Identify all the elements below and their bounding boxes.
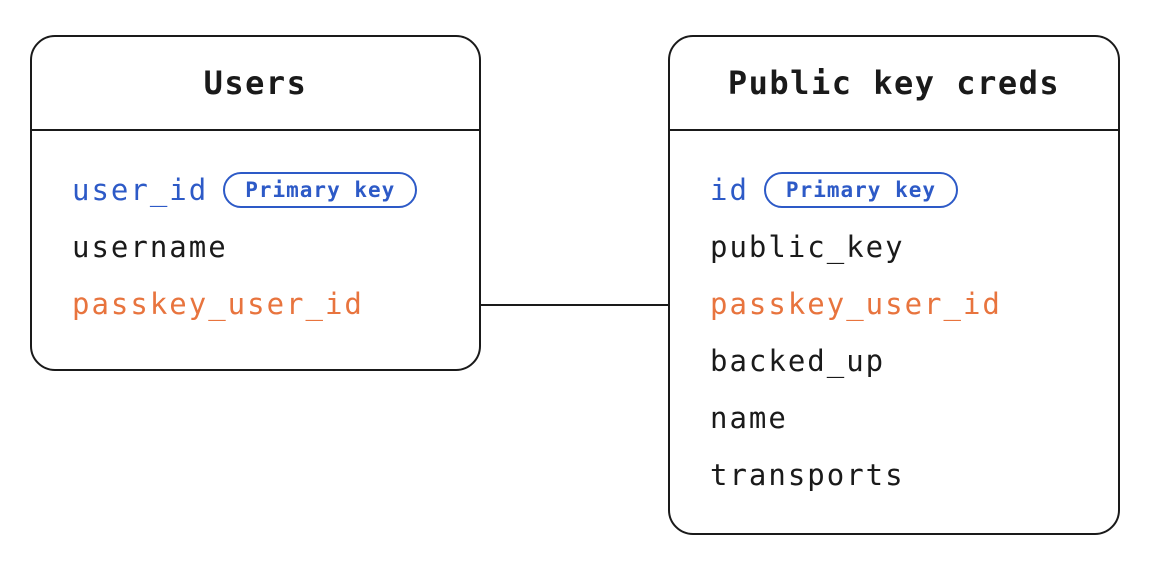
table-public-key-creds-title: Public key creds [727,64,1061,102]
field-name: id [710,172,749,207]
field-name: username [72,229,228,264]
field-row-passkey_user_id: passkey_user_id [72,275,459,332]
table-public-key-creds: Public key creds id Primary key public_key… [668,35,1120,535]
field-row-username: username [72,218,459,275]
field-row-passkey_user_id: passkey_user_id [710,275,1098,332]
field-row-transports: transports [710,446,1098,503]
table-users-title: Users [203,64,308,102]
field-name: transports [710,457,905,492]
field-row-public_key: public_key [710,218,1098,275]
field-row-id: id Primary key [710,161,1098,218]
field-name: passkey_user_id [72,286,364,321]
table-users-fields: user_id Primary key username passkey_user_i… [32,131,479,332]
table-users: Users user_id Primary key username passkey_… [30,35,481,371]
primary-key-badge: Primary key [763,171,958,208]
field-row-name: name [710,389,1098,446]
table-users-header: Users [32,37,479,131]
table-public-key-creds-header: Public key creds [670,37,1118,131]
primary-key-badge: Primary key [223,171,418,208]
field-name: user_id [72,172,209,207]
field-name: backed_up [710,343,886,378]
field-name: public_key [710,229,905,264]
field-row-backed_up: backed_up [710,332,1098,389]
field-name: passkey_user_id [710,286,1002,321]
field-name: name [710,400,788,435]
field-row-user_id: user_id Primary key [72,161,459,218]
relationship-connector-line [481,304,668,306]
